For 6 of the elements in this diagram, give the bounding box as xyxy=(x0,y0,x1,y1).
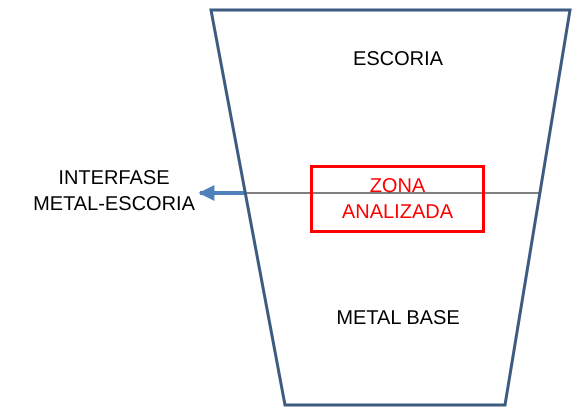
container-drawing xyxy=(211,10,570,405)
analyzed-zone-box: ZONA ANALIZADA xyxy=(310,165,485,233)
layer-label: METAL BASE xyxy=(335,306,461,331)
arrow xyxy=(198,185,246,201)
layer-label: ESCORIA xyxy=(352,47,444,72)
interface-label: INTERFASE METAL-ESCORIA xyxy=(32,166,196,217)
